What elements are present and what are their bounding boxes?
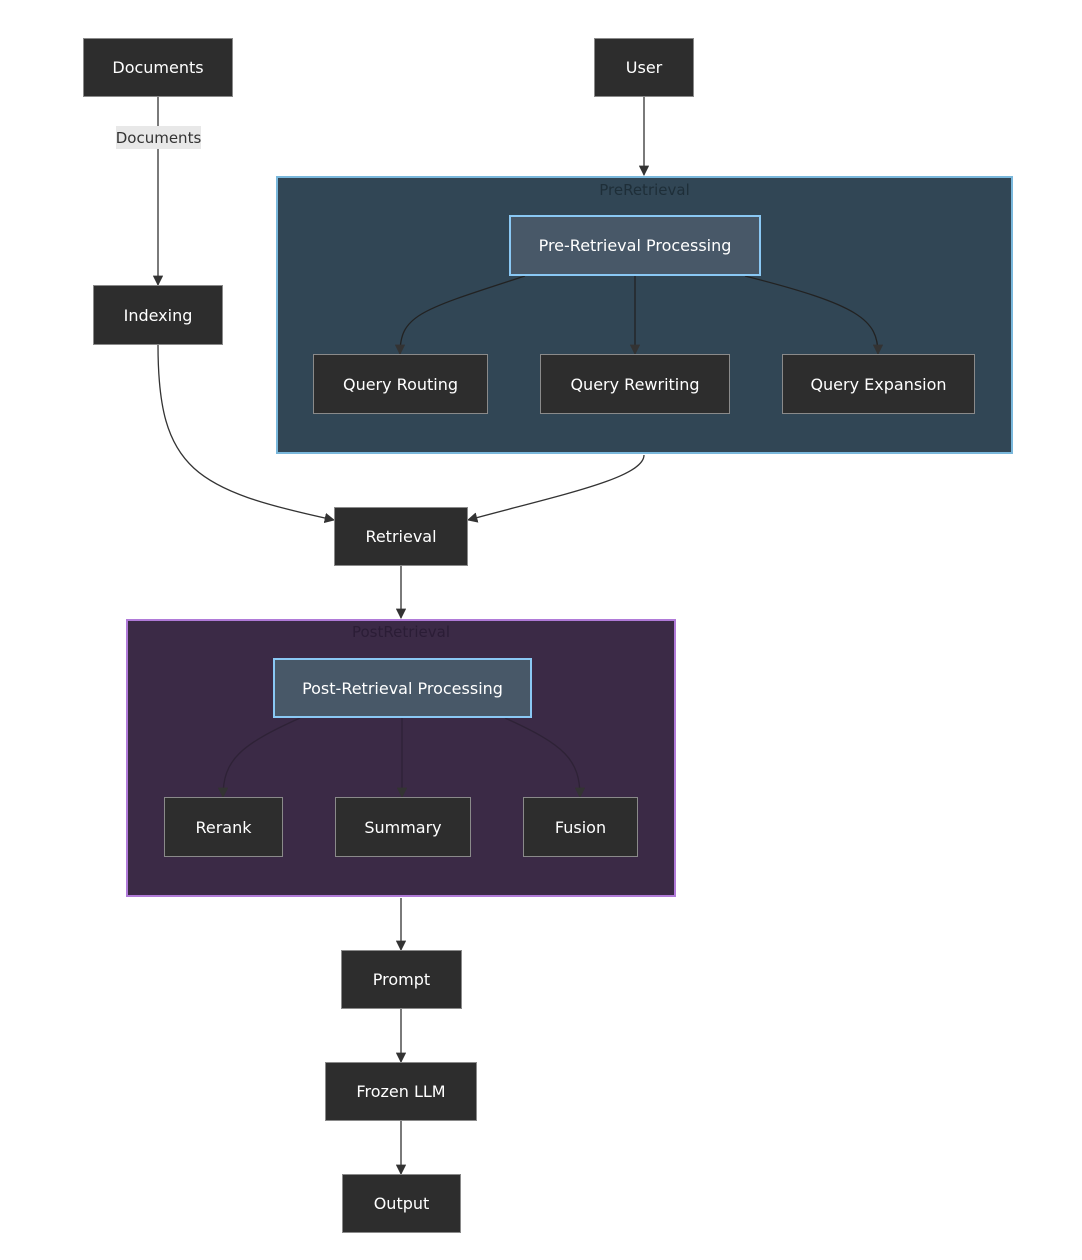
- post-retrieval-cluster-title: PostRetrieval: [351, 623, 451, 641]
- edge-pre-expansion: [744, 275, 884, 356]
- node-indexing[interactable]: Indexing: [93, 285, 223, 345]
- node-query-routing[interactable]: Query Routing: [313, 354, 488, 414]
- node-prompt[interactable]: Prompt: [341, 950, 462, 1009]
- edge-indexing-retrieval: [157, 344, 336, 524]
- node-fusion[interactable]: Fusion: [523, 797, 638, 857]
- pre-retrieval-cluster-title: PreRetrieval: [599, 181, 690, 199]
- node-user[interactable]: User: [594, 38, 694, 97]
- node-query-expansion[interactable]: Query Expansion: [782, 354, 975, 414]
- node-documents[interactable]: Documents: [83, 38, 233, 97]
- edge-post-rerank: [217, 717, 301, 799]
- edge-label-documents: Documents: [116, 126, 201, 149]
- edge-pre-routing: [394, 275, 526, 356]
- node-query-rewriting[interactable]: Query Rewriting: [540, 354, 730, 414]
- node-retrieval[interactable]: Retrieval: [334, 507, 468, 566]
- node-summary[interactable]: Summary: [335, 797, 471, 857]
- node-pre-retrieval-processing[interactable]: Pre-Retrieval Processing: [509, 215, 761, 276]
- edge-preretrieval-retrieval: [466, 454, 645, 523]
- node-frozen-llm[interactable]: Frozen LLM: [325, 1062, 477, 1121]
- node-rerank[interactable]: Rerank: [164, 797, 283, 857]
- node-output[interactable]: Output: [342, 1174, 461, 1233]
- node-post-retrieval-processing[interactable]: Post-Retrieval Processing: [273, 658, 532, 718]
- edge-post-fusion: [504, 717, 586, 799]
